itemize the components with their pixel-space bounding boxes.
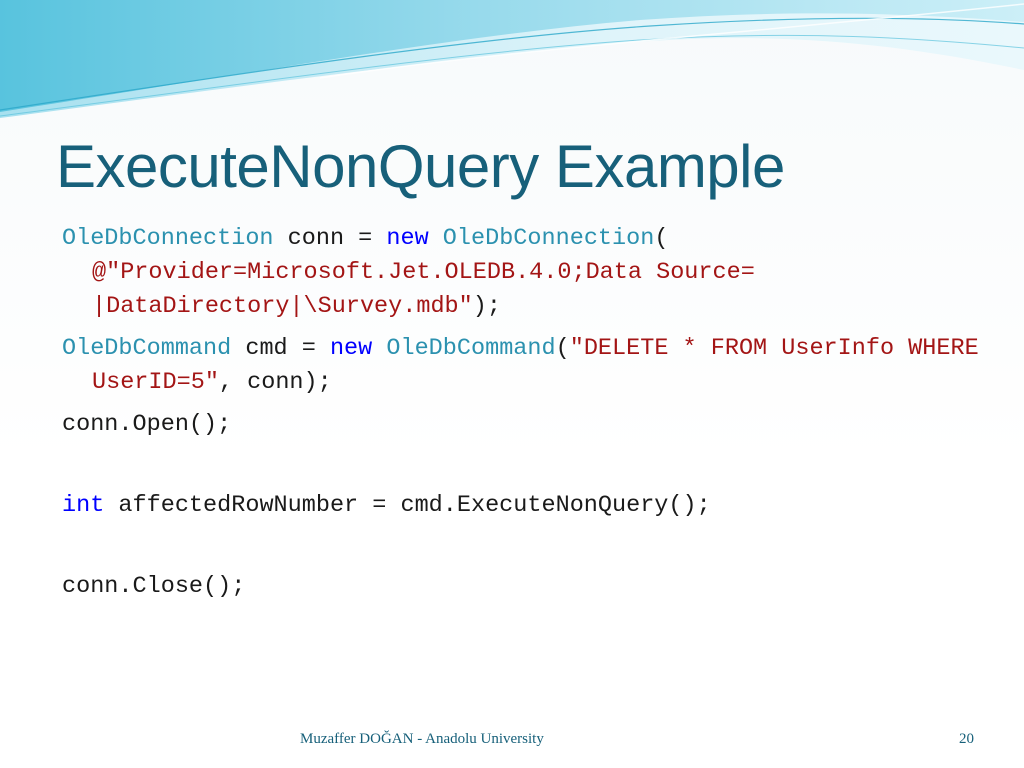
code-token-plain: conn.Open(); <box>62 411 232 438</box>
code-token-plain: , conn); <box>218 369 332 396</box>
code-token-type: OleDbConnection <box>62 225 274 252</box>
code-token-plain: ( <box>654 225 683 252</box>
code-token-plain: ( <box>555 335 570 362</box>
wave-line-1 <box>0 17 1024 111</box>
wave-line-2 <box>0 34 1024 117</box>
code-token-keyword: new <box>386 225 429 252</box>
code-block: OleDbConnection conn = new OleDbConnecti… <box>62 222 1002 604</box>
slide-title: ExecuteNonQuery Example <box>56 133 785 200</box>
code-token-plain: conn = <box>273 225 387 252</box>
code-token-plain: affectedRowNumber = cmd.ExecuteNonQuery(… <box>104 492 711 519</box>
code-token-string: @"Provider=Microsoft.Jet.OLEDB.4.0;Data … <box>92 259 769 320</box>
code-token-keyword: new <box>329 335 373 362</box>
wave-front <box>0 0 1024 112</box>
code-token-plain: ); <box>472 293 501 320</box>
page-number: 20 <box>959 731 974 747</box>
code-token-type: OleDbCommand <box>62 335 232 362</box>
code-line-close: conn.Close(); <box>62 570 1002 604</box>
code-line-execute: int affectedRowNumber = cmd.ExecuteNonQu… <box>62 489 1002 523</box>
code-token-keyword: int <box>62 492 105 519</box>
wave-line-3 <box>319 3 1024 79</box>
code-token-plain <box>429 225 443 252</box>
code-token-type: OleDbCommand <box>386 335 556 362</box>
code-token-plain: conn.Close(); <box>62 573 246 600</box>
code-token-plain: cmd = <box>231 335 330 362</box>
code-line-connection: OleDbConnection conn = new OleDbConnecti… <box>62 222 1002 324</box>
code-line-open: conn.Open(); <box>62 408 1002 442</box>
code-line-command: OleDbCommand cmd = new OleDbCommand("DEL… <box>62 332 1002 400</box>
code-token-type: OleDbConnection <box>442 225 655 252</box>
footer-author: Muzaffer DOĞAN - Anadolu University <box>300 731 544 747</box>
code-token-string: "DELETE * FROM UserInfo WHERE UserID=5" <box>92 335 993 396</box>
header-wave-decoration <box>0 0 1024 118</box>
code-token-plain <box>372 335 386 362</box>
